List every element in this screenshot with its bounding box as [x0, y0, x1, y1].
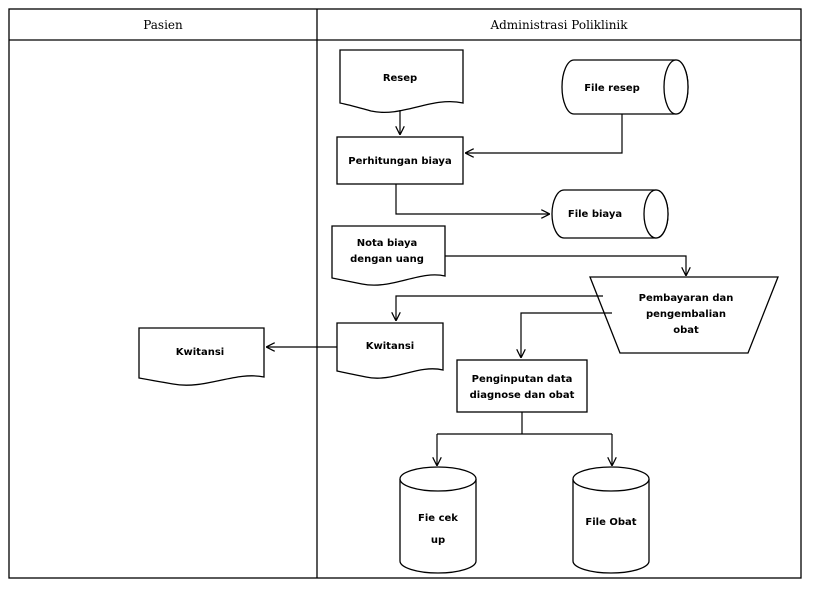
node-file-cekup-label-2: up [431, 535, 445, 546]
node-penginputan-label-1: Penginputan data [472, 374, 573, 385]
node-nota-biaya-label-2: dengan uang [350, 254, 424, 265]
lane-title-administrasi: Administrasi Poliklinik [489, 18, 628, 32]
node-pembayaran-label-1: Pembayaran dan [639, 293, 734, 304]
edge-perhitungan-to-file-biaya [395, 184, 549, 214]
node-file-obat-label: File Obat [585, 517, 636, 528]
node-pembayaran: Pembayaran dan pengembalian obat [589, 276, 779, 354]
node-file-cekup: Fie cek up [399, 466, 477, 574]
node-penginputan-label-2: diagnose dan obat [470, 390, 575, 401]
node-nota-biaya: Nota biaya dengan uang [331, 225, 446, 286]
node-kwitansi-pasien-label: Kwitansi [176, 347, 224, 358]
node-pembayaran-label-2: pengembalian [646, 309, 726, 320]
swimlane-frame [8, 8, 802, 579]
node-kwitansi-admin-label: Kwitansi [366, 341, 414, 352]
node-kwitansi-admin: Kwitansi [336, 322, 444, 379]
edge-file-resep-to-perhitungan [466, 114, 623, 153]
node-file-obat: File Obat [572, 466, 650, 574]
node-file-resep: File resep [561, 59, 689, 115]
edge-nota-to-pembayaran [445, 255, 686, 275]
edge-pembayaran-to-kwitansi [396, 295, 603, 320]
node-file-cekup-label-1: Fie cek [418, 513, 458, 524]
node-perhitungan-biaya: Perhitungan biaya [336, 136, 464, 185]
node-nota-biaya-label-1: Nota biaya [357, 238, 418, 249]
node-penginputan: Penginputan data diagnose dan obat [456, 359, 588, 413]
node-file-biaya-label: File biaya [568, 209, 622, 220]
lane-title-pasien: Pasien [143, 18, 183, 32]
node-resep-label: Resep [383, 73, 417, 84]
node-perhitungan-biaya-label: Perhitungan biaya [348, 156, 451, 167]
node-file-resep-label: File resep [584, 83, 640, 94]
node-kwitansi-pasien: Kwitansi [138, 327, 265, 386]
node-resep: Resep [339, 49, 464, 113]
node-pembayaran-label-3: obat [673, 325, 699, 336]
edge-pembayaran-to-penginputan [521, 312, 612, 357]
node-file-biaya: File biaya [551, 189, 669, 239]
